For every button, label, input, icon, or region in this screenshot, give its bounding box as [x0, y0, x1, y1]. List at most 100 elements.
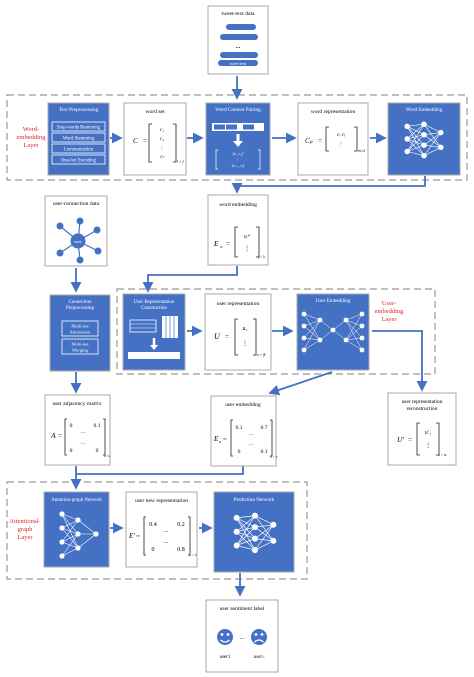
- connection-preprocessing-block: Connection Preprocessing Multi-net Alter…: [49, 294, 111, 372]
- svg-text:user: user: [74, 239, 82, 244]
- svg-text:...: ...: [249, 441, 254, 447]
- text-preprocessing-block: Text Preprocessing Stop-words Removing W…: [47, 102, 110, 176]
- user-embedding-layer-frame: [116, 288, 436, 375]
- svg-text:Word Stemming: Word Stemming: [63, 137, 95, 142]
- word-embedding-block: Word Embedding: [387, 102, 461, 176]
- tweet-stack-icon: ... tweet text: [218, 24, 258, 66]
- svg-text:user representation: user representation: [402, 399, 443, 405]
- svg-text:n × f': n × f': [270, 455, 278, 459]
- svg-text:m×2: m×2: [358, 149, 365, 153]
- svg-text:f × k: f × k: [258, 255, 265, 259]
- user1-face-icon: [217, 629, 233, 645]
- svg-text:[cₗ₋₁ cₗ]: [cₗ₋₁ cₗ]: [231, 163, 244, 168]
- svg-text:user adjacency matrix: user adjacency matrix: [52, 401, 101, 407]
- usern-face-icon: [251, 629, 267, 645]
- svg-text:n × f': n × f': [189, 553, 197, 557]
- svg-text:User-: User-: [382, 300, 396, 307]
- svg-text:...: ...: [81, 429, 86, 435]
- svg-text:Multi-net: Multi-net: [71, 342, 89, 347]
- svg-text:0: 0: [70, 423, 73, 429]
- svg-text:Preprocessing: Preprocessing: [66, 306, 95, 311]
- svg-text:Attention-graph Network: Attention-graph Network: [51, 498, 102, 503]
- flow-arrows: [70, 76, 428, 597]
- user-connection-data-box: user-connection data user: [44, 195, 108, 267]
- svg-text:User Embedding: User Embedding: [315, 298, 350, 304]
- svg-text:c₁: c₁: [160, 127, 164, 133]
- svg-text:u₁: u₁: [242, 326, 247, 332]
- svg-text:Word Embedding: Word Embedding: [406, 107, 443, 113]
- svg-text:w: w: [220, 244, 223, 249]
- svg-text:graph: graph: [18, 526, 34, 533]
- user-representation-box: user representation U = u₁ ⋮ n × fk: [204, 293, 272, 371]
- svg-text:...: ...: [240, 635, 245, 641]
- svg-text:Layer: Layer: [17, 534, 33, 541]
- svg-text:0: 0: [96, 448, 99, 454]
- svg-text:Layer: Layer: [23, 142, 39, 149]
- svg-text:[c₁ c₂]: [c₁ c₂]: [233, 151, 244, 156]
- svg-text:=: =: [143, 137, 147, 145]
- svg-text:E: E: [213, 239, 219, 248]
- svg-text:Stop-words Removing: Stop-words Removing: [57, 126, 101, 131]
- svg-text:⋮: ⋮: [244, 246, 250, 252]
- svg-text:0: 0: [152, 547, 155, 553]
- word-embedding-output-box: word embedding E w = eᵢʷ ⋮ f × k: [207, 194, 269, 266]
- svg-text:0: 0: [238, 449, 241, 455]
- svg-text:⋮: ⋮: [159, 145, 164, 151]
- svg-text:...: ...: [236, 44, 241, 50]
- svg-text:=: =: [318, 137, 322, 145]
- user-representation-reconstruction-box: user representation reconstruction U' = …: [387, 392, 457, 466]
- svg-text:Lemmatization: Lemmatization: [64, 148, 94, 153]
- svg-text:0.8: 0.8: [177, 547, 185, 553]
- svg-text:⋮: ⋮: [425, 443, 431, 449]
- svg-text:cₗ: cₗ: [160, 154, 164, 160]
- svg-text:n × fk: n × fk: [438, 453, 447, 457]
- svg-text:user embedding: user embedding: [225, 402, 261, 408]
- svg-text:user representation: user representation: [217, 301, 260, 307]
- autoencoder-icon: [301, 311, 365, 353]
- svg-text:C: C: [133, 137, 138, 145]
- svg-text:...: ...: [238, 125, 241, 130]
- word-representation-box: word representation Cₚ = cᵢ cⱼ ⋮ m×2: [297, 102, 369, 176]
- svg-text:⋮: ⋮: [242, 341, 248, 347]
- svg-text:Cₚ: Cₚ: [305, 137, 313, 145]
- svg-text:word embedding: word embedding: [219, 202, 257, 208]
- svg-text:c₂: c₂: [160, 136, 164, 142]
- svg-text:Prediction Network: Prediction Network: [234, 497, 275, 503]
- svg-text:U': U': [397, 435, 404, 444]
- user-embedding-output-box: user embedding E u = 0.1 ... 0.7 ... 0 0…: [210, 395, 278, 467]
- svg-text:...: ...: [81, 440, 86, 446]
- svg-text:Alternation: Alternation: [70, 330, 92, 335]
- user-adjacency-matrix-box: user adjacency matrix A = 0 ... 0.1 ... …: [44, 394, 111, 466]
- svg-text:0.1: 0.1: [261, 449, 268, 455]
- user-embedding-layer-label: User- embedding Layer: [375, 300, 405, 323]
- svg-text:u: u: [219, 439, 221, 444]
- svg-text:⋮: ⋮: [236, 157, 240, 162]
- tweet-text-data-box: tweet-text data ... tweet text: [207, 5, 269, 75]
- svg-text:user-connection data: user-connection data: [53, 201, 100, 207]
- svg-text:=: =: [223, 436, 227, 443]
- svg-text:word representation: word representation: [311, 109, 356, 115]
- svg-text:0.4: 0.4: [149, 522, 157, 528]
- svg-text:embedding: embedding: [375, 308, 405, 315]
- svg-text:=: =: [408, 436, 412, 444]
- word-embedding-layer-label: Word- embedding Layer: [17, 126, 47, 149]
- svg-text:Connection: Connection: [68, 300, 92, 305]
- svg-text:...: ...: [164, 528, 169, 534]
- svg-text:One-hot Encoding: One-hot Encoding: [61, 159, 97, 164]
- svg-text:tweet text: tweet text: [230, 61, 247, 66]
- svg-text:embedding: embedding: [17, 134, 47, 141]
- svg-text:user1: user1: [220, 655, 231, 660]
- attentional-graph-layer-frame: [6, 481, 308, 580]
- svg-text:0: 0: [70, 448, 73, 454]
- svg-text:E: E: [213, 435, 219, 443]
- svg-text:...: ...: [164, 539, 169, 545]
- svg-text:n × fk: n × fk: [257, 353, 266, 357]
- svg-text:A: A: [50, 431, 56, 440]
- svg-text:tweet-text data: tweet-text data: [221, 11, 255, 17]
- user-representation-construction-block: User Representation Construction: [122, 293, 186, 371]
- svg-text:0.1: 0.1: [94, 423, 101, 429]
- svg-text:Construction: Construction: [141, 306, 167, 311]
- svg-text:Word Content Pairing: Word Content Pairing: [215, 107, 261, 113]
- svg-text:0.1: 0.1: [236, 425, 243, 431]
